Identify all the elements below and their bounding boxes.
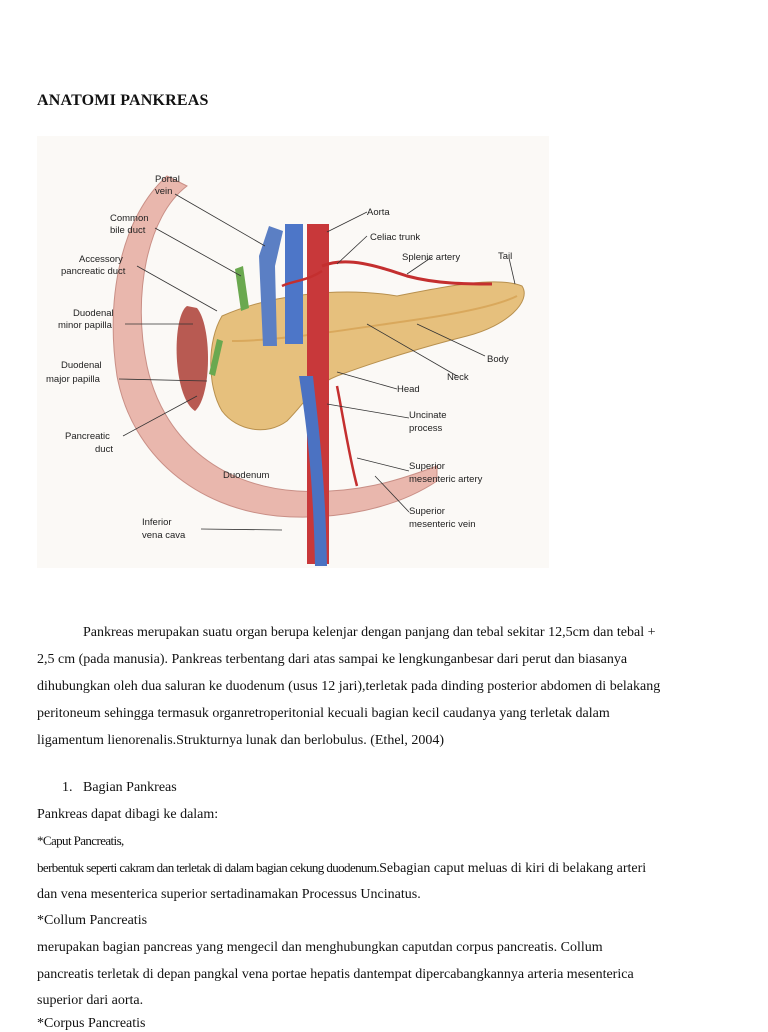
label-accessory-duct-1: Accessory — [79, 254, 123, 265]
partial-next-heading: *Corpus Pancreatis — [37, 1016, 146, 1031]
collum-heading: *Collum Pancreatis — [37, 913, 148, 928]
label-body: Body — [487, 354, 509, 365]
caput-heading: *Caput Pancreatis, — [37, 833, 124, 848]
caput-line-2: dan vena mesenterica superior sertadinam… — [37, 887, 421, 902]
label-portal-vein-1: Portal — [155, 174, 180, 185]
numbered-list-item: 1. Bagian Pankreas — [62, 780, 177, 796]
intro-paragraph: Pankreas merupakan suatu organ berupa ke… — [37, 619, 731, 754]
caput-line-1-rest: Sebagian caput meluas di kiri di belakan… — [379, 861, 647, 876]
caput-line-1: berbentuk seperti cakram dan terletak di… — [37, 860, 646, 877]
label-tail: Tail — [498, 251, 512, 262]
label-splenic-artery: Splenic artery — [402, 252, 460, 263]
list-text: Bagian Pankreas — [83, 780, 177, 795]
paragraph-line: Pankreas merupakan suatu organ berupa ke… — [83, 625, 656, 640]
label-pancreatic-duct-1: Pancreatic — [65, 431, 110, 442]
label-minor-papilla-2: minor papilla — [58, 320, 113, 331]
list-number: 1. — [62, 780, 73, 795]
paragraph-line: ligamentum lienorenalis.Strukturnya luna… — [37, 733, 445, 748]
intro-line: Pankreas dapat dibagi ke dalam: — [37, 807, 219, 822]
label-uncinate-1: Uncinate — [409, 410, 447, 421]
label-common-bile-duct-2: bile duct — [110, 225, 146, 236]
label-sma-1: Superior — [409, 461, 445, 472]
label-major-papilla-2: major papilla — [46, 374, 101, 385]
label-inferior-vena-cava-1: Inferior — [142, 517, 172, 528]
paragraph-line: dihubungkan oleh dua saluran ke duodenum… — [37, 679, 661, 694]
collum-line-1: merupakan bagian pancreas yang mengecil … — [37, 940, 603, 955]
label-major-papilla-1: Duodenal — [61, 360, 102, 371]
label-smv-1: Superior — [409, 506, 445, 517]
page-title: ANATOMI PANKREAS — [37, 92, 209, 109]
paragraph-line: 2,5 cm (pada manusia). Pankreas terbenta… — [37, 652, 628, 667]
label-common-bile-duct-1: Common — [110, 213, 149, 224]
anatomy-illustration: Portal vein Common bile duct Accessory p… — [46, 174, 525, 566]
paragraph-line: peritoneum sehingga termasuk organretrop… — [37, 706, 610, 721]
label-minor-papilla-1: Duodenal — [73, 308, 114, 319]
label-celiac-trunk: Celiac trunk — [370, 232, 420, 243]
label-pancreatic-duct-2: duct — [95, 444, 113, 455]
label-aorta: Aorta — [367, 207, 390, 218]
label-sma-2: mesenteric artery — [409, 474, 483, 485]
label-duodenum: Duodenum — [223, 470, 270, 481]
pancreas-anatomy-figure: Portal vein Common bile duct Accessory p… — [37, 136, 549, 568]
label-accessory-duct-2: pancreatic duct — [61, 266, 126, 277]
label-uncinate-2: process — [409, 423, 443, 434]
label-smv-2: mesenteric vein — [409, 519, 476, 530]
label-head: Head — [397, 384, 420, 395]
caput-line-1-condensed: berbentuk seperti cakram dan terletak di… — [37, 860, 380, 875]
collum-line-3: superior dari aorta. — [37, 993, 144, 1008]
collum-line-2: pancreatis terletak di depan pangkal ven… — [37, 967, 634, 982]
label-neck: Neck — [447, 372, 469, 383]
label-inferior-vena-cava-2: vena cava — [142, 530, 186, 541]
label-portal-vein-2: vein — [155, 186, 172, 197]
